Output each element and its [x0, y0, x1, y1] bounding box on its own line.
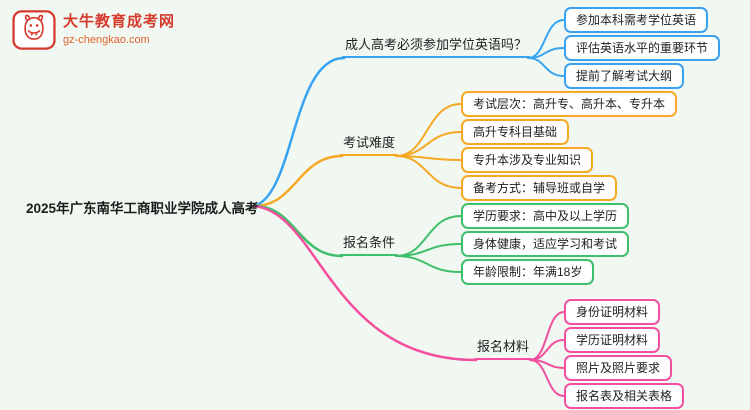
leaf-node: 照片及照片要求	[564, 355, 673, 381]
leaf-node: 备考方式：辅导班或自学	[461, 175, 618, 201]
logo-title: 大牛教育成考网	[63, 12, 176, 30]
leaf-node: 参加本科需考学位英语	[564, 7, 709, 33]
leaf-node: 考试层次：高升专、高升本、专升本	[461, 91, 678, 117]
root-node: 2025年广东南华工商职业学院成人高考	[26, 201, 259, 216]
leaf-node: 学历要求：高中及以上学历	[461, 203, 630, 229]
branch-label-requirements: 报名条件	[340, 232, 399, 256]
leaf-node: 报名表及相关表格	[564, 383, 685, 409]
leaf-node: 评估英语水平的重要环节	[564, 35, 721, 61]
leaf-node: 学历证明材料	[564, 327, 661, 353]
leaf-node: 提前了解考试大纲	[564, 63, 685, 89]
leaf-node: 高升专科目基础	[461, 119, 570, 145]
leaf-node: 专升本涉及专业知识	[461, 147, 594, 173]
leaf-node: 身份证明材料	[564, 299, 661, 325]
leaf-node: 身体健康，适应学习和考试	[461, 231, 630, 257]
logo-subtitle: gz-chengkao.com	[63, 33, 150, 46]
leaf-node: 年龄限制：年满18岁	[461, 259, 595, 285]
branch-label-exam-difficulty: 考试难度	[340, 132, 399, 156]
branch-label-degree-english: 成人高考必须参加学位英语吗？	[342, 34, 531, 58]
bull-icon	[12, 10, 56, 50]
site-logo: 大牛教育成考网 gz-chengkao.com	[12, 10, 175, 50]
branch-label-materials: 报名材料	[474, 336, 533, 360]
